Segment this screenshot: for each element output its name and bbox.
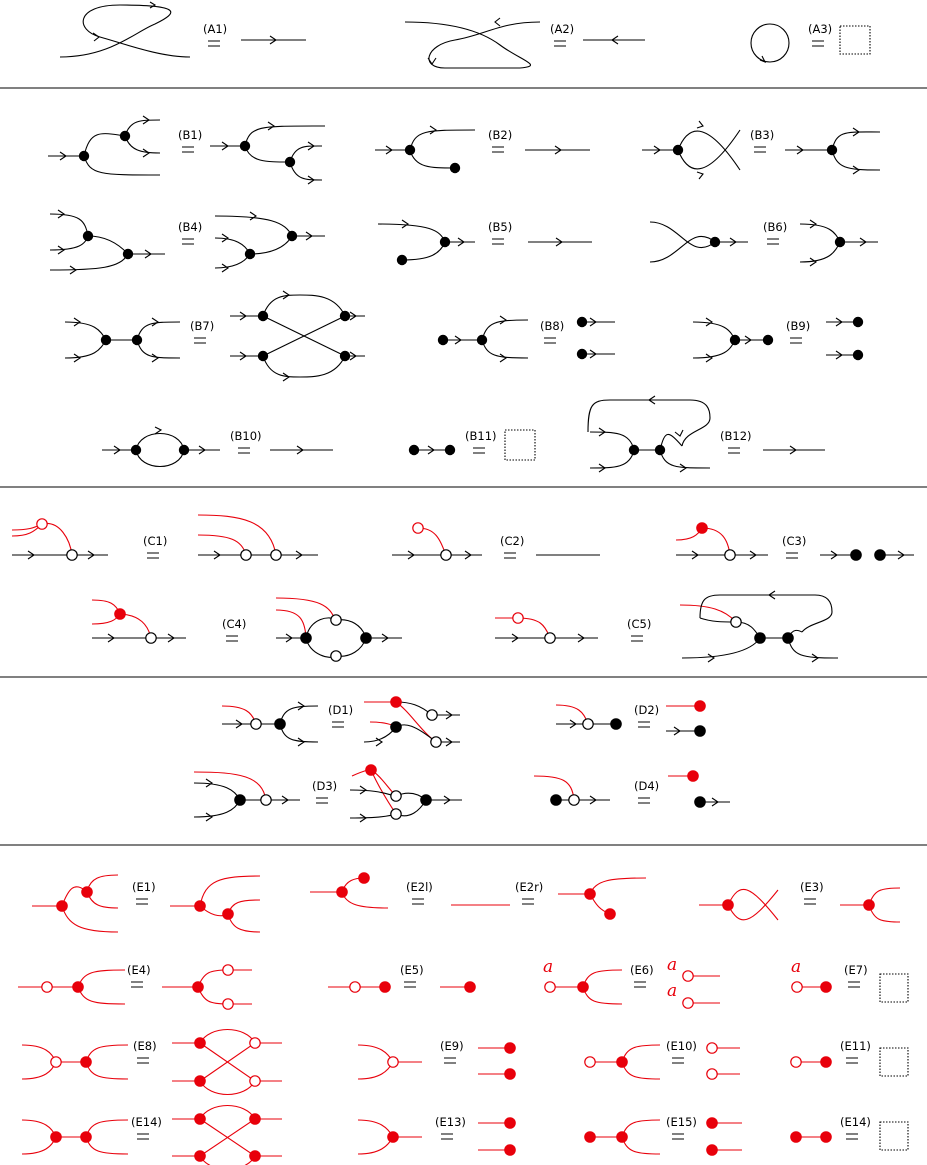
section-d (193, 701, 730, 823)
rule-c1: (C1) (143, 534, 167, 559)
rule-e14a: (E14) (131, 1115, 162, 1140)
rule-e2l: (E2l) (406, 880, 433, 905)
svg-text:(C3): (C3) (782, 534, 806, 548)
svg-text:(E9): (E9) (440, 1039, 464, 1053)
rule-b6: (B6) (763, 220, 787, 245)
letter-a-e6-rhs-bottom: a (667, 981, 677, 1001)
svg-text:(A1): (A1) (203, 22, 227, 36)
rule-e6: (E6) (630, 963, 654, 988)
svg-text:(E7): (E7) (844, 963, 868, 977)
rule-e15: (E15) (666, 1115, 697, 1140)
rule-e1: (E1) (132, 880, 156, 905)
rule-e2r: (E2r) (515, 880, 543, 905)
rule-e5: (E5) (400, 963, 424, 988)
section-b-nodes (78, 130, 864, 456)
letter-a-e7: a (791, 957, 801, 977)
svg-text:(B10): (B10) (230, 429, 262, 443)
svg-text:(C1): (C1) (143, 534, 167, 548)
rule-c2: (C2) (500, 534, 524, 559)
svg-text:(C2): (C2) (500, 534, 524, 548)
section-a (59, 1, 871, 69)
rule-e7: (E7) (844, 963, 868, 988)
svg-text:(E5): (E5) (400, 963, 424, 977)
svg-text:(E10): (E10) (666, 1039, 697, 1053)
rule-d4: (D4) (634, 779, 659, 804)
rule-b11: (B11) (465, 429, 497, 454)
rule-b8: (B8) (540, 319, 564, 344)
svg-text:(B1): (B1) (178, 128, 202, 142)
letter-a-e6-lhs: a (543, 957, 553, 977)
svg-text:(B4): (B4) (178, 220, 202, 234)
rule-d2: (D2) (634, 703, 659, 728)
rule-c5: (C5) (627, 617, 651, 642)
svg-text:(A3): (A3) (808, 22, 832, 36)
svg-text:(E14): (E14) (131, 1115, 162, 1129)
svg-text:(E8): (E8) (133, 1039, 157, 1053)
rule-b1: (B1) (178, 128, 202, 153)
rule-b3: (B3) (750, 128, 774, 153)
svg-text:(D2): (D2) (634, 703, 659, 717)
rule-c3: (C3) (782, 534, 806, 559)
svg-text:(B9): (B9) (786, 319, 810, 333)
section-d-nodes (234, 696, 706, 820)
rule-e3: (E3) (800, 880, 824, 905)
rule-b9: (B9) (786, 319, 810, 344)
section-e-nodes (41, 872, 875, 1162)
rule-e9: (E9) (440, 1039, 464, 1064)
svg-text:(B7): (B7) (190, 319, 214, 333)
letter-a-labels: a a a a (543, 955, 801, 1001)
section-separators (0, 87, 927, 846)
rule-b5: (B5) (488, 220, 512, 245)
svg-text:(E15): (E15) (666, 1115, 697, 1129)
svg-text:(C5): (C5) (627, 617, 651, 631)
svg-text:(E11): (E11) (840, 1039, 871, 1053)
svg-text:(B8): (B8) (540, 319, 564, 333)
svg-text:(D1): (D1) (328, 703, 353, 717)
rule-e10: (E10) (666, 1039, 697, 1064)
rule-e11: (E11) (840, 1039, 871, 1064)
svg-text:(E2r): (E2r) (515, 880, 543, 894)
rule-labels: (A1) (A2) (A3) (B1) (B2) (B3) (B4) (B5) … (127, 22, 871, 1140)
svg-text:(C4): (C4) (222, 617, 246, 631)
rule-d3: (D3) (312, 779, 337, 804)
svg-text:(E4): (E4) (127, 963, 151, 977)
rule-b10: (B10) (230, 429, 262, 454)
section-c-nodes (36, 518, 886, 662)
svg-text:(E6): (E6) (630, 963, 654, 977)
rule-b2: (B2) (488, 128, 512, 153)
svg-text:(B5): (B5) (488, 220, 512, 234)
rule-e14b: (E14) (840, 1115, 871, 1140)
rule-b4: (B4) (178, 220, 202, 245)
svg-text:(E1): (E1) (132, 880, 156, 894)
svg-text:(E2l): (E2l) (406, 880, 433, 894)
rule-c4: (C4) (222, 617, 246, 642)
svg-text:(D4): (D4) (634, 779, 659, 793)
letter-a-e6-rhs-top: a (667, 955, 677, 975)
rule-b7: (B7) (190, 319, 214, 344)
rule-a3: (A3) (808, 22, 832, 47)
svg-text:(E13): (E13) (435, 1115, 466, 1129)
svg-text:(B12): (B12) (720, 429, 752, 443)
rule-e4: (E4) (127, 963, 151, 988)
rule-d1: (D1) (328, 703, 353, 728)
svg-text:(E14): (E14) (840, 1115, 871, 1129)
svg-text:(D3): (D3) (312, 779, 337, 793)
svg-text:(B3): (B3) (750, 128, 774, 142)
rule-a2: (A2) (550, 22, 574, 47)
rule-a1: (A1) (203, 22, 227, 47)
rule-e8: (E8) (133, 1039, 157, 1064)
rule-e13: (E13) (435, 1115, 466, 1140)
rule-b12: (B12) (720, 429, 752, 454)
svg-text:(A2): (A2) (550, 22, 574, 36)
section-b (48, 115, 881, 473)
svg-text:(E3): (E3) (800, 880, 824, 894)
svg-text:(B2): (B2) (488, 128, 512, 142)
svg-text:(B6): (B6) (763, 220, 787, 234)
svg-text:(B11): (B11) (465, 429, 497, 443)
